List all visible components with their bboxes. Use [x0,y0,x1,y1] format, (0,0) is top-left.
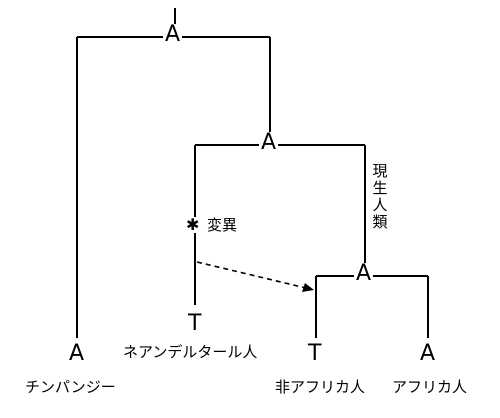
african-allele: A [420,341,436,366]
non-african-allele: T [308,341,322,366]
neanderthal-allele: T [188,311,202,336]
non-african-label: 非アフリカ人 [275,378,366,396]
chimpanzee-allele: A [69,341,85,366]
neanderthal-label: ネアンデルタール人 [123,343,258,361]
african-split-node-allele: A [354,261,374,286]
modern-ancestor-node-allele: A [259,130,279,155]
mutation-mark-icon: ✱ [186,215,200,234]
root-node-allele: A [163,22,183,47]
african-label: アフリカ人 [392,378,468,396]
chimpanzee-label: チンパンジー [25,378,116,396]
gene-flow-arrowhead [302,283,314,292]
modern-humans-label: 現生人類 [372,162,388,231]
mutation-label: 変異 [207,216,238,234]
gene-flow-arrow [196,261,307,289]
